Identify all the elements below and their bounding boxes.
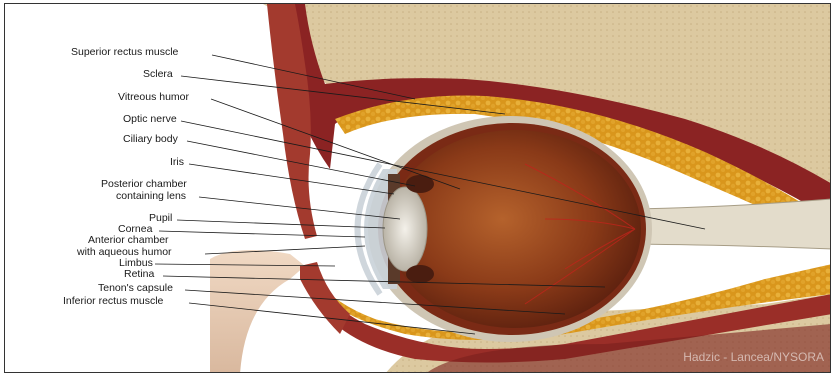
face-skin <box>210 250 305 373</box>
label-retina: Retina <box>124 269 154 280</box>
label-sclera: Sclera <box>143 69 173 80</box>
label-tenons-capsule: Tenon's capsule <box>98 283 173 294</box>
label-anterior-chamber: Anterior chamber <box>88 235 169 246</box>
label-pupil: Pupil <box>149 213 172 224</box>
label-superior-rectus: Superior rectus muscle <box>71 47 178 58</box>
label-vitreous-humor: Vitreous humor <box>118 92 189 103</box>
label-posterior-chamber: Posterior chamber <box>101 179 187 190</box>
lens-shape <box>383 187 427 271</box>
diagram-frame: Superior rectus muscle Sclera Vitreous h… <box>4 3 831 373</box>
label-iris: Iris <box>170 157 184 168</box>
credit-watermark: Hadzic - Lancea/NYSORA <box>683 350 824 364</box>
label-containing-lens: containing lens <box>116 191 186 202</box>
label-inferior-rectus: Inferior rectus muscle <box>63 296 163 307</box>
label-ciliary-body: Ciliary body <box>123 134 178 145</box>
label-optic-nerve: Optic nerve <box>123 114 177 125</box>
